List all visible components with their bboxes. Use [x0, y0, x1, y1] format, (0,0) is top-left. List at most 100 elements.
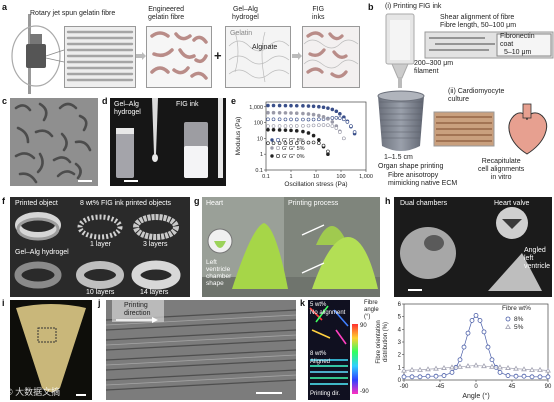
ventricle-shape-drawing	[16, 304, 86, 396]
data-point	[326, 117, 330, 121]
data-point	[505, 373, 511, 378]
fig-inks-label: FIG inks	[312, 6, 325, 21]
watermark: © 大数据文摘	[6, 387, 61, 397]
data-point	[306, 117, 311, 122]
data-point	[306, 131, 311, 135]
data-point	[545, 374, 551, 380]
legend-entry: 5%	[514, 324, 524, 331]
data-point	[283, 103, 288, 108]
legend-entry: G′ G″ 5%	[282, 146, 305, 152]
data-point	[294, 103, 299, 108]
data-point	[301, 104, 305, 108]
data-point	[338, 111, 342, 116]
data-point	[334, 116, 339, 120]
aligned-cardiomyocyte-inset	[433, 111, 495, 147]
y-tick-label: 4	[398, 327, 402, 333]
data-point	[449, 370, 455, 375]
data-point	[345, 120, 350, 124]
printed-ventricles-drawing	[202, 197, 380, 297]
data-point	[301, 111, 305, 116]
data-point	[469, 318, 475, 323]
data-point	[441, 373, 447, 378]
data-point	[317, 113, 321, 118]
data-point	[271, 103, 276, 108]
data-point	[271, 110, 276, 115]
panel-j-letter: j	[98, 298, 101, 308]
syringe-illustration	[385, 13, 415, 88]
printed-shapes-drawing	[400, 207, 542, 291]
data-point	[521, 366, 527, 372]
data-point	[321, 123, 326, 127]
x-tick-label: 0.1	[262, 174, 270, 180]
plus-sign: +	[214, 48, 222, 63]
data-point	[317, 141, 321, 145]
data-point	[277, 103, 282, 108]
heart-label: Heart	[206, 200, 224, 207]
series-line	[404, 314, 548, 378]
one-layer-label: 1 layer	[90, 241, 112, 248]
data-point	[401, 374, 407, 380]
y-tick-label: 5	[398, 315, 402, 321]
data-point	[271, 124, 276, 128]
data-point	[334, 109, 339, 114]
legend-marker	[505, 324, 511, 330]
data-point	[513, 365, 519, 371]
data-point	[311, 117, 316, 122]
fibronectin-label: Fibronectin coat	[500, 33, 535, 48]
data-point	[485, 344, 491, 350]
legend-filled-marker	[270, 146, 274, 150]
data-point	[277, 128, 282, 132]
data-point	[457, 357, 463, 363]
y-tick-label: 0	[398, 378, 402, 384]
data-point	[289, 111, 293, 115]
data-point	[289, 124, 293, 128]
data-point	[481, 363, 487, 369]
rotary-jet-spinner-illustration	[11, 14, 65, 94]
data-point	[433, 365, 439, 371]
fibre-orientation-maps: 5 wt% No alignment 8 wt% Aligned Printin…	[308, 300, 350, 400]
data-point	[277, 110, 282, 115]
data-point	[326, 123, 330, 128]
data-point	[294, 124, 299, 128]
y-tick-label: 1	[260, 152, 263, 158]
data-point	[409, 374, 415, 380]
data-point	[283, 141, 288, 145]
data-point	[497, 370, 503, 375]
panel-k-letter: k	[300, 298, 306, 308]
y-axis-label: Modulus (Pa)	[235, 117, 242, 156]
data-point	[294, 141, 299, 145]
aligned-filament-inset	[424, 31, 554, 59]
three-layers-label: 3 layers	[143, 241, 168, 248]
anisotropy-label: Fibre anisotropy mimicking native ECM	[388, 172, 458, 187]
data-point	[349, 124, 353, 128]
data-point	[311, 133, 316, 138]
x-tick-label: 45	[509, 384, 516, 390]
data-point	[311, 112, 316, 117]
data-point	[477, 318, 483, 323]
data-point	[266, 110, 270, 115]
printing-dir-label: Printing dir.	[310, 391, 341, 397]
legend-entry: G′ G″ 0%	[282, 154, 305, 160]
data-point	[326, 149, 330, 154]
fig-inks-box	[302, 26, 360, 88]
data-point	[338, 116, 342, 120]
legend-title: Fibre wt%	[502, 305, 531, 312]
data-point	[330, 116, 335, 120]
x-tick-label: -45	[436, 384, 445, 390]
data-point	[301, 129, 305, 134]
data-point	[545, 367, 551, 373]
legend-open-marker	[275, 145, 280, 150]
data-point	[301, 117, 305, 122]
x-tick-label: -90	[400, 384, 409, 390]
data-point	[401, 367, 407, 373]
y-tick-label: 100	[254, 121, 263, 127]
engineered-fibre-box	[146, 26, 212, 88]
x-tick-label: 10	[313, 174, 319, 180]
legend-entry: 8%	[514, 316, 524, 323]
panel-g-letter: g	[194, 196, 200, 206]
rotary-fibre-label: Rotary jet spun gelatin fibre	[30, 10, 116, 17]
data-point	[529, 374, 535, 380]
organ-shape-caption: Organ shape printing	[378, 163, 444, 170]
data-point	[271, 127, 276, 132]
